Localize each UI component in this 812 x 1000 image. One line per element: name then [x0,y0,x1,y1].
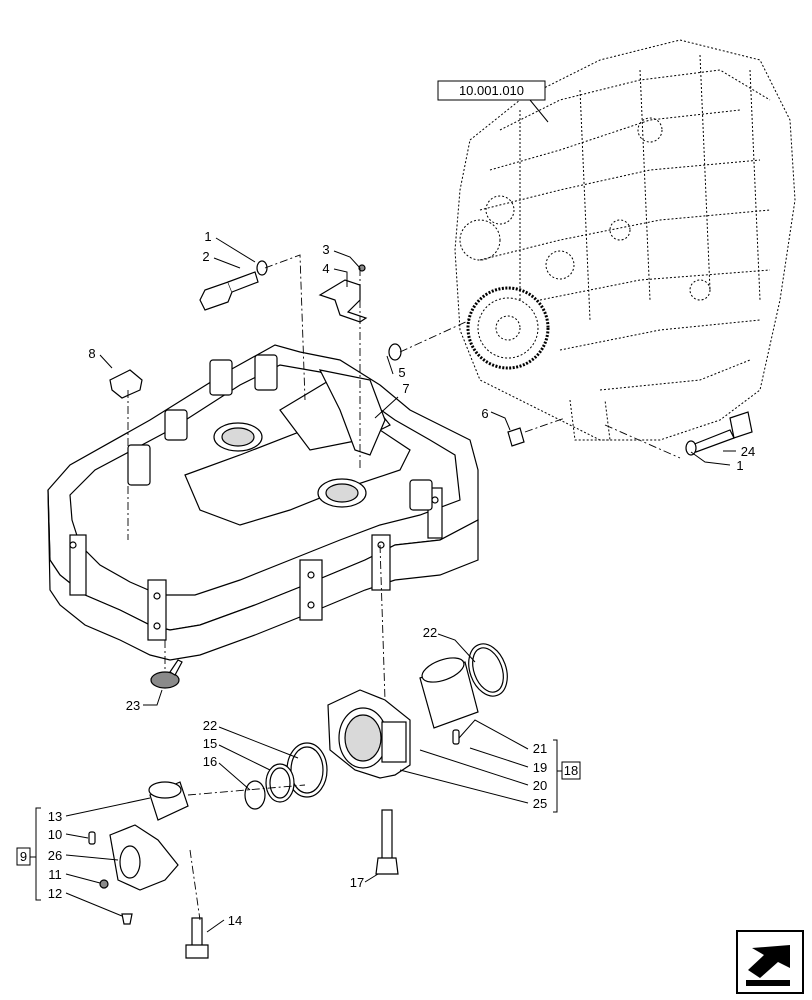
bolt-14[interactable] [185,917,209,959]
cap-8[interactable] [109,369,143,399]
group-box-18[interactable]: 18 [561,761,581,780]
callout-6[interactable]: 6 [481,406,488,421]
callout-23[interactable]: 23 [126,698,140,713]
washer-5[interactable] [388,343,402,361]
bolt-17[interactable] [375,809,399,875]
reference-box-text: 10.001.010 [459,83,524,98]
screw-11[interactable] [99,879,109,889]
callout-15[interactable]: 15 [203,736,217,751]
callout-16[interactable]: 16 [203,754,217,769]
bolt-2-upper[interactable] [199,260,268,311]
engine-assembly [454,39,796,441]
callout-10[interactable]: 10 [48,827,62,842]
callout-21[interactable]: 21 [533,741,547,756]
callout-11[interactable]: 11 [48,867,62,882]
ring-15[interactable] [265,763,295,803]
callout-22-upper[interactable]: 22 [423,625,437,640]
callout-7[interactable]: 7 [402,381,409,396]
nipple-12[interactable] [121,913,133,925]
group-box-18-label: 18 [564,763,578,778]
dowel-6[interactable] [507,427,525,447]
callout-17[interactable]: 17 [350,875,364,890]
callout-19[interactable]: 19 [533,760,547,775]
callout-1-lower[interactable]: 1 [736,458,743,473]
seal-22-lower[interactable] [286,742,328,798]
callout-8[interactable]: 8 [88,346,95,361]
callout-1-upper[interactable]: 1 [204,229,211,244]
grease-nipple-23[interactable] [150,659,183,689]
callout-2[interactable]: 2 [202,249,209,264]
ring-16[interactable] [244,780,266,810]
front-support-frame [47,344,479,661]
bolt-24[interactable] [685,411,753,456]
seal-22-upper[interactable] [462,638,514,701]
callout-3[interactable]: 3 [322,242,329,257]
reference-box[interactable]: 10.001.010 [437,80,546,101]
navigation-arrow-icon[interactable] [736,930,804,994]
group-box-9[interactable]: 9 [16,847,31,866]
group-box-9-label: 9 [20,849,27,864]
callout-22-lower[interactable]: 22 [203,718,217,733]
callout-4[interactable]: 4 [322,261,329,276]
callout-24[interactable]: 24 [741,444,755,459]
callout-25[interactable]: 25 [533,796,547,811]
pin-10[interactable] [88,831,96,845]
support-26[interactable] [109,824,179,891]
callout-5[interactable]: 5 [398,365,405,380]
callout-26[interactable]: 26 [48,848,62,863]
bracket-4[interactable] [318,264,368,323]
callout-20[interactable]: 20 [533,778,547,793]
callout-12[interactable]: 12 [48,886,62,901]
callout-13[interactable]: 13 [48,809,62,824]
bushing-13[interactable] [148,781,189,821]
pin-21[interactable] [452,729,460,745]
callout-14[interactable]: 14 [228,913,242,928]
pivot-housing-20[interactable] [327,689,411,779]
bushing-21[interactable] [419,653,479,729]
